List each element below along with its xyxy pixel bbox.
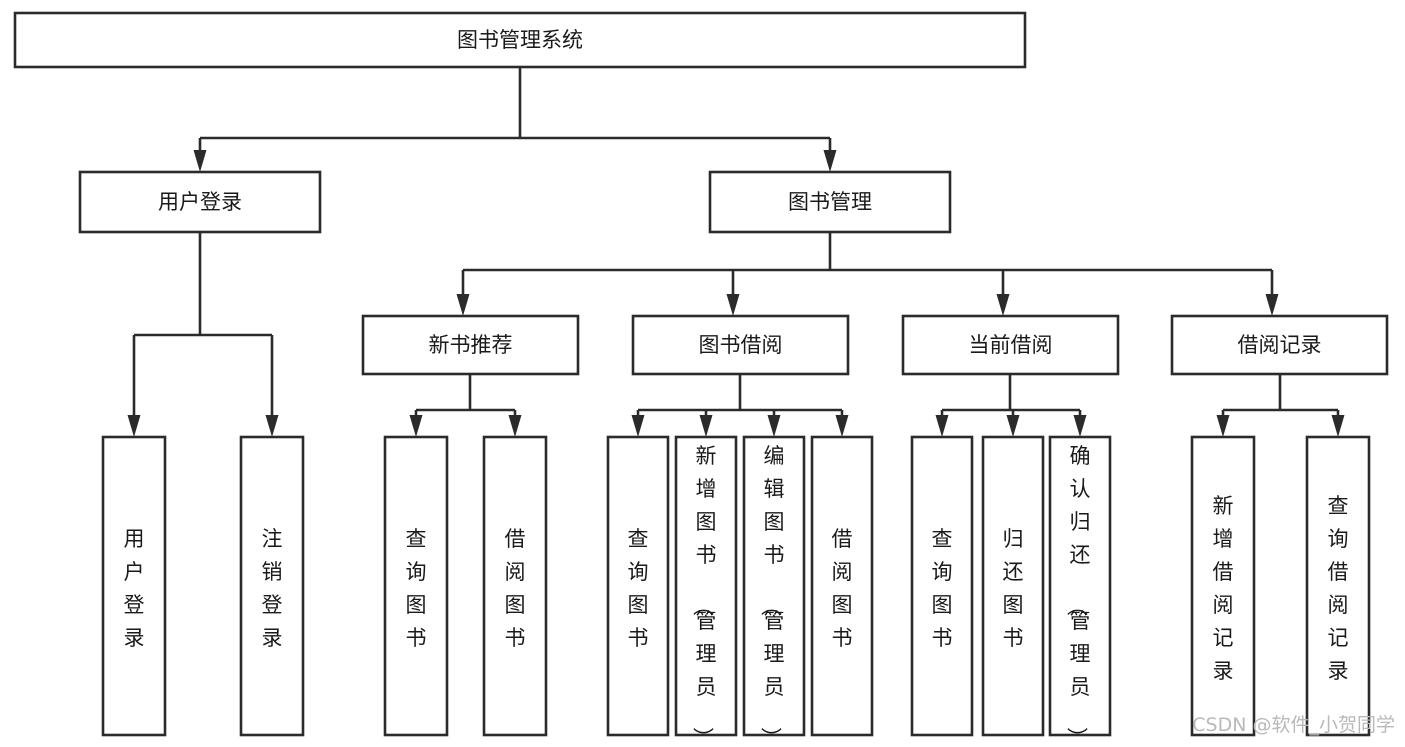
connector-book-manage: [456, 232, 1279, 316]
connector-borrow-record: [1216, 374, 1345, 437]
node-leaf-logout[interactable]: 注销登录: [239, 435, 305, 737]
node-leaf-add-borrow-record[interactable]: 新增借阅记录: [1190, 435, 1256, 737]
node-label: 注销登录: [262, 527, 283, 650]
node-label: 当前借阅: [969, 333, 1053, 357]
node-label: 新增图书（管理员）: [691, 444, 717, 747]
node-label: 图书借阅: [699, 333, 783, 357]
node-leaf-query-book-borrow[interactable]: 查询图书: [606, 435, 670, 737]
node-book-manage[interactable]: 图书管理: [708, 170, 952, 234]
node-leaf-query-borrow-record[interactable]: 查询借阅记录: [1305, 435, 1371, 737]
node-leaf-query-book-recommend[interactable]: 查询图书: [383, 435, 449, 737]
node-leaf-borrow-book[interactable]: 借阅图书: [810, 435, 874, 737]
connector-root: [193, 67, 837, 172]
node-layer: 图书管理系统用户登录图书管理新书推荐图书借阅当前借阅借阅记录用户登录注销登录查询…: [13, 11, 1389, 747]
connector-new-book-recommend: [409, 374, 522, 437]
node-leaf-user-login[interactable]: 用户登录: [101, 435, 167, 737]
connector-layer: [127, 67, 1345, 437]
node-label: 借阅记录: [1238, 333, 1322, 357]
node-leaf-confirm-return[interactable]: 确认归还（管理员）: [1048, 435, 1112, 747]
node-leaf-query-book-current[interactable]: 查询图书: [910, 435, 974, 737]
connector-user-login: [127, 232, 279, 437]
node-label: 查询图书: [628, 527, 649, 650]
node-book-borrow[interactable]: 图书借阅: [631, 314, 850, 376]
node-label: 归还图书: [1003, 527, 1024, 650]
node-label: 新增借阅记录: [1213, 494, 1234, 683]
node-label: 借阅图书: [832, 527, 853, 650]
node-current-borrow[interactable]: 当前借阅: [901, 314, 1120, 376]
connector-current-borrow: [935, 374, 1087, 437]
watermark-label: CSDN @软件_小贺同学: [1192, 714, 1395, 736]
node-leaf-return-book[interactable]: 归还图书: [981, 435, 1045, 737]
node-label: 查询图书: [932, 527, 953, 650]
node-label: 编辑图书（管理员）: [759, 444, 785, 747]
node-leaf-edit-book[interactable]: 编辑图书（管理员）: [742, 435, 806, 747]
node-label: 图书管理: [788, 190, 872, 214]
node-label: 用户登录: [158, 190, 242, 214]
node-new-book-recommend[interactable]: 新书推荐: [361, 314, 580, 376]
connector-book-borrow: [631, 374, 849, 437]
node-leaf-add-book[interactable]: 新增图书（管理员）: [674, 435, 738, 747]
node-label: 用户登录: [124, 527, 145, 650]
node-label: 图书管理系统: [457, 28, 583, 52]
node-label: 查询图书: [406, 527, 427, 650]
node-label: 确认归还（管理员）: [1065, 444, 1091, 747]
node-leaf-borrow-book-recommend[interactable]: 借阅图书: [482, 435, 548, 737]
node-label: 查询借阅记录: [1328, 494, 1349, 683]
node-label: 新书推荐: [429, 333, 513, 357]
node-user-login[interactable]: 用户登录: [78, 170, 322, 234]
node-borrow-record[interactable]: 借阅记录: [1170, 314, 1389, 376]
node-root[interactable]: 图书管理系统: [13, 11, 1027, 69]
node-label: 借阅图书: [505, 527, 526, 650]
